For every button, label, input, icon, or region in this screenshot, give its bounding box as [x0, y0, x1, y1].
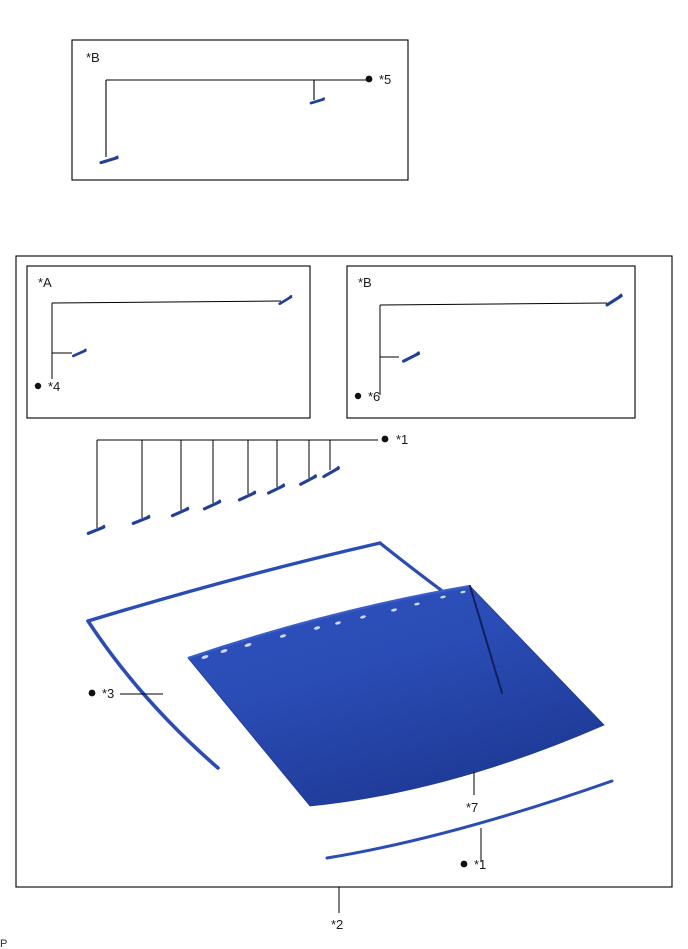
- label-4-dot: [34, 382, 42, 390]
- corner-mark: P: [0, 938, 7, 949]
- label-1-lower: *1: [474, 857, 486, 872]
- clip-marker-a-lower: [71, 348, 88, 358]
- lower-molding-curve: [325, 779, 614, 860]
- label-1-clips-dot: [381, 435, 389, 443]
- label-1-lower-dot: [460, 860, 468, 868]
- detail-box-b-top-leaders: [105, 79, 366, 157]
- detail-box-b-top: *B *5: [71, 39, 409, 181]
- detail-box-b-leaders: [379, 302, 608, 395]
- detail-box-a-leaders: [51, 300, 282, 379]
- main-assembly-frame-border: [15, 255, 673, 888]
- clip-array-droppers: [96, 440, 331, 528]
- clip-marker-b-lower: [400, 350, 422, 363]
- detail-box-b: *B *6: [346, 265, 636, 419]
- detail-box-b-border: [346, 265, 636, 419]
- detail-box-a-title: *A: [38, 275, 52, 290]
- lower-molding-strip: *1: [325, 779, 614, 872]
- label-3-molding: *3: [102, 686, 114, 701]
- label-1-clips: *1: [396, 432, 408, 447]
- clip-array-group: *1: [86, 432, 408, 535]
- label-2-glass: *2: [331, 917, 343, 932]
- label-7-group: *7: [466, 772, 478, 815]
- detail-box-b-top-border: [71, 39, 409, 181]
- clip-marker-lower-left: [99, 155, 119, 165]
- detail-box-b-title: *B: [358, 275, 372, 290]
- molding-left-edge: [86, 619, 220, 770]
- glass-top-rim: [187, 584, 471, 660]
- label-6-dot: [354, 392, 362, 400]
- clip-marker-mid: [309, 96, 326, 105]
- label-2-group: *2: [331, 887, 343, 932]
- label-6: *6: [368, 389, 380, 404]
- label-3-dot: [88, 689, 96, 697]
- clip-marker-b-upper: [603, 293, 625, 307]
- label-4: *4: [48, 379, 60, 394]
- antenna-wire: [469, 585, 503, 694]
- clip-marker-a-upper: [277, 294, 294, 306]
- detail-box-a-border: [26, 265, 311, 419]
- molding-top-edge: [86, 541, 382, 623]
- label-5-dot: [365, 75, 373, 83]
- glass-clip-notches: [201, 590, 466, 659]
- clip-array-markers: [86, 465, 342, 535]
- label-7-antenna: *7: [466, 800, 478, 815]
- windshield-glass-panel: [187, 584, 605, 807]
- glass-surface: [187, 585, 605, 807]
- detail-box-a: *A *4: [26, 265, 311, 419]
- label-5: *5: [379, 72, 391, 87]
- detail-box-b-top-title: *B: [86, 50, 100, 65]
